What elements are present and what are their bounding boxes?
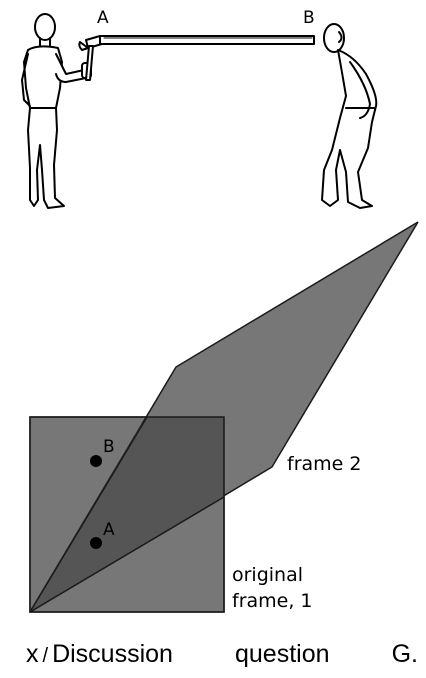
point-a-label: A bbox=[103, 520, 115, 540]
rod bbox=[99, 35, 315, 45]
caption-figure-number: x bbox=[26, 640, 39, 668]
overlap-region bbox=[30, 417, 224, 612]
point-a bbox=[90, 537, 102, 549]
original-frame-label-line1: original bbox=[232, 564, 303, 586]
caption-word-discussion: Discussion bbox=[52, 640, 173, 668]
caption-word-question: question bbox=[235, 640, 330, 668]
original-frame-label-line2: frame, 1 bbox=[232, 590, 313, 612]
point-b-label: B bbox=[103, 437, 115, 457]
point-b bbox=[90, 455, 102, 467]
right-person-figure bbox=[321, 23, 378, 209]
frame-2-label: frame 2 bbox=[287, 453, 361, 475]
caption-slash: / bbox=[42, 645, 49, 667]
caption-left-group: x / Discussion bbox=[26, 640, 173, 669]
top-illustration bbox=[21, 13, 378, 209]
top-label-b: B bbox=[303, 8, 315, 28]
figure-caption: x / Discussion question G. bbox=[26, 640, 418, 669]
caption-word-g: G. bbox=[391, 640, 418, 668]
frame-diagram bbox=[29, 221, 419, 613]
top-label-a: A bbox=[97, 8, 109, 28]
